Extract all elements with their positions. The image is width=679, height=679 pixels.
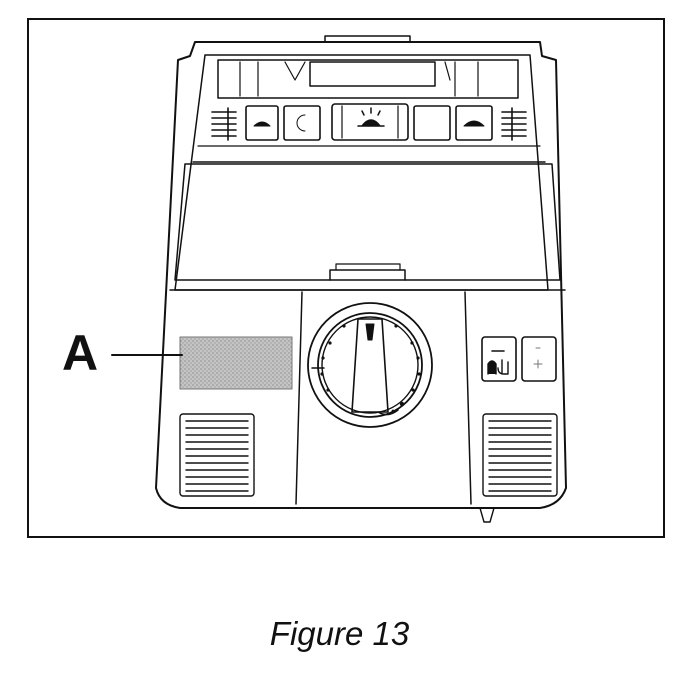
callout-label-a: A (62, 325, 99, 381)
blank-switch (521, 336, 557, 382)
interior-light-knob (307, 302, 433, 428)
door-contact-icon (487, 359, 509, 375)
reading-lamp-right-button (455, 105, 493, 141)
lid-handle (329, 269, 406, 281)
storage-lid (174, 163, 561, 281)
blank-button (413, 105, 451, 141)
top-tab (324, 35, 411, 43)
left-grille-upper (211, 107, 237, 141)
left-speaker-grille (179, 413, 255, 497)
moon-button (283, 105, 321, 141)
reading-lamp-icon (463, 120, 485, 127)
dome-light-icon (357, 107, 385, 127)
lower-right-divider (464, 291, 472, 505)
console-housing (155, 41, 567, 509)
reading-lamp-icon (253, 121, 271, 127)
moon-icon (296, 114, 306, 132)
sunglass-slot (217, 59, 519, 99)
console-housing-inner (174, 54, 549, 291)
dome-light-button (331, 103, 409, 141)
figure-caption: Figure 13 (269, 615, 410, 652)
reading-lamp-left-button (245, 105, 279, 141)
door-contact-switch (481, 336, 517, 382)
right-speaker-grille (482, 413, 558, 497)
sensor-cover-A (179, 336, 293, 390)
right-grille-upper (501, 107, 527, 141)
lower-left-divider (295, 291, 303, 505)
upper-button-row (211, 103, 527, 141)
slot-inner (309, 61, 436, 87)
